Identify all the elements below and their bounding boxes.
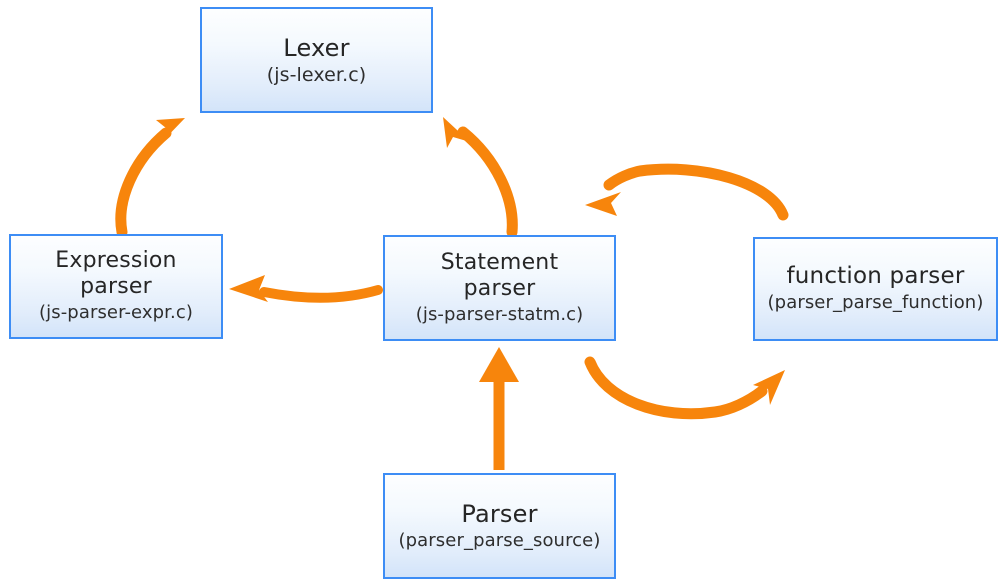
arrow-function-to-statement [585,163,789,221]
node-lexer-subtitle: (js-lexer.c) [266,63,367,86]
node-parser[interactable]: Parser (parser_parse_source) [383,473,616,579]
arrow-expression-to-lexer [115,118,185,238]
node-statement-parser-subtitle: (js-parser-statm.c) [415,303,584,325]
node-expression-parser-title: Expression parser [55,248,177,299]
arrow-statement-to-lexer [443,117,518,238]
node-statement-parser-title: Statement parser [440,249,559,301]
node-parser-title: Parser [461,499,538,528]
node-function-parser-subtitle: (parser_parse_function) [767,292,984,313]
node-function-parser-title: function parser [786,263,965,289]
node-expression-parser[interactable]: Expression parser (js-parser-expr.c) [9,234,223,339]
node-expression-parser-subtitle: (js-parser-expr.c) [39,302,193,323]
node-lexer[interactable]: Lexer (js-lexer.c) [200,7,433,113]
arrow-statement-to-expression [229,275,383,303]
node-function-parser[interactable]: function parser (parser_parse_function) [753,237,998,341]
node-lexer-title: Lexer [283,33,350,62]
node-statement-parser[interactable]: Statement parser (js-parser-statm.c) [383,235,616,341]
arrow-statement-to-function [584,356,785,420]
node-parser-subtitle: (parser_parse_source) [398,529,601,551]
arrow-parser-to-statement [479,347,519,470]
